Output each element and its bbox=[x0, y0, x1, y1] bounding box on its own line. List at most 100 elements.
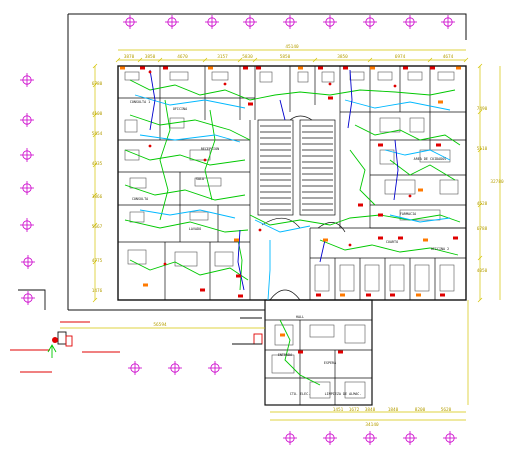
stair-core bbox=[257, 115, 346, 301]
annex-dimension: 1840 bbox=[388, 407, 399, 413]
light-fixture bbox=[408, 194, 412, 198]
furniture-block bbox=[189, 211, 209, 221]
grid-marker bbox=[283, 15, 297, 29]
room-label: AREA DE CUIDADOS bbox=[414, 157, 447, 161]
electrical-device bbox=[398, 236, 403, 240]
room-label: CONSULTA bbox=[132, 197, 148, 201]
grid-marker bbox=[20, 73, 34, 87]
furniture-block bbox=[384, 179, 416, 195]
room-label: HALL bbox=[296, 315, 304, 319]
right-overall-dimension: 32780 bbox=[490, 179, 504, 185]
furniture-layer bbox=[124, 71, 459, 399]
grid-marker bbox=[323, 15, 337, 29]
furniture-block bbox=[174, 251, 198, 267]
electrical-device bbox=[366, 293, 371, 297]
furniture-block bbox=[259, 71, 273, 83]
annex-dimension: 5620 bbox=[441, 407, 452, 413]
top-dimension: 3850 bbox=[145, 54, 156, 60]
electrical-device bbox=[358, 203, 363, 207]
left-dimension: 6780 bbox=[92, 81, 103, 87]
furniture-block bbox=[169, 71, 189, 81]
top-dimension: 3870 bbox=[124, 54, 135, 60]
grid-marker bbox=[165, 15, 179, 29]
electrical-device bbox=[298, 66, 303, 70]
grid-marker bbox=[441, 15, 455, 29]
furniture-block bbox=[321, 71, 335, 83]
left-dimension: 1476 bbox=[92, 288, 103, 294]
furniture-block bbox=[169, 117, 185, 129]
grid-marker bbox=[205, 15, 219, 29]
annex-bottom-overall: 34140 bbox=[365, 422, 379, 428]
light-fixture bbox=[163, 262, 167, 266]
furniture-block bbox=[414, 264, 430, 292]
furniture-block bbox=[377, 71, 393, 81]
right-dimension: 4528 bbox=[477, 201, 488, 207]
light-fixture bbox=[148, 70, 152, 74]
grid-marker bbox=[123, 15, 137, 29]
electrical-device bbox=[403, 66, 408, 70]
building-outline bbox=[67, 13, 467, 406]
electrical-device bbox=[416, 293, 421, 297]
furniture-block bbox=[389, 264, 405, 292]
electrical-device bbox=[378, 213, 383, 217]
floor-plate bbox=[117, 65, 467, 406]
furniture-block bbox=[124, 119, 138, 133]
right-dimension: 6788 bbox=[477, 226, 488, 232]
left-dimension: 4775 bbox=[92, 258, 103, 264]
right-dimension: 5110 bbox=[477, 146, 488, 152]
grid-marker bbox=[363, 431, 377, 445]
electrical-device bbox=[323, 238, 328, 242]
furniture-block bbox=[124, 71, 140, 81]
furniture-block bbox=[211, 71, 229, 81]
grid-marker bbox=[20, 181, 34, 195]
grid-marker bbox=[128, 361, 142, 375]
furniture-block bbox=[129, 211, 145, 223]
room-label: CTO. ELEC. bbox=[290, 392, 310, 396]
electrical-device bbox=[200, 288, 205, 292]
electrical-device bbox=[248, 102, 253, 106]
left-dimension: 5667 bbox=[92, 224, 103, 230]
room-label: SALA bbox=[196, 177, 204, 181]
electrical-device bbox=[280, 333, 285, 337]
grid-marker bbox=[243, 15, 257, 29]
furniture-block bbox=[409, 117, 425, 133]
electrical-device bbox=[208, 66, 213, 70]
grid-axis-markers bbox=[20, 15, 457, 445]
light-fixture bbox=[203, 158, 207, 162]
grid-marker bbox=[283, 431, 297, 445]
grid-marker bbox=[363, 15, 377, 29]
furniture-block bbox=[309, 324, 335, 338]
electrical-device bbox=[120, 66, 125, 70]
furniture-block bbox=[437, 71, 455, 81]
electrical-device bbox=[318, 66, 323, 70]
light-fixture bbox=[258, 228, 262, 232]
grid-marker bbox=[403, 431, 417, 445]
grid-marker bbox=[208, 361, 222, 375]
annex-dimension: 8200 bbox=[415, 407, 426, 413]
room-labels: CONSULTA 1OFICINARECEPCIONSALACONSULTALA… bbox=[130, 100, 449, 396]
electrical-device bbox=[436, 143, 441, 147]
electrical-device bbox=[390, 293, 395, 297]
grid-marker bbox=[20, 218, 34, 232]
furniture-block bbox=[274, 324, 294, 346]
furniture-block bbox=[297, 71, 309, 83]
room-label: CONSULTA 1 bbox=[130, 100, 150, 104]
light-fixture bbox=[348, 243, 352, 247]
furniture-block bbox=[344, 381, 366, 399]
furniture-block bbox=[344, 324, 366, 344]
electrical-device bbox=[343, 66, 348, 70]
grid-marker bbox=[20, 113, 34, 127]
furniture-block bbox=[214, 251, 234, 267]
annex-dimension: 3840 bbox=[365, 407, 376, 413]
device-layer bbox=[120, 66, 461, 354]
electrical-device bbox=[243, 66, 248, 70]
electrical-device bbox=[430, 66, 435, 70]
grid-marker bbox=[21, 255, 35, 269]
furniture-block bbox=[439, 264, 455, 292]
bottom-overall-dimension: 56594 bbox=[153, 322, 167, 328]
furniture-block bbox=[349, 71, 365, 81]
annex-dimension: 1451 bbox=[333, 407, 344, 413]
electrical-device bbox=[370, 66, 375, 70]
